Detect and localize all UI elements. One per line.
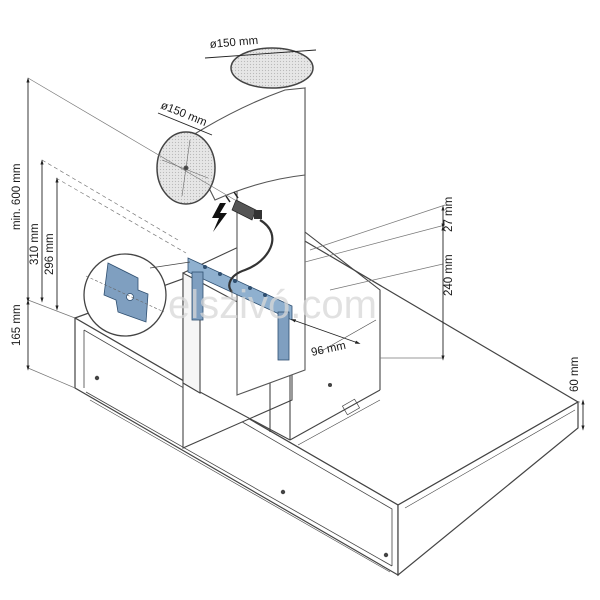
- power-plug-icon: [225, 191, 274, 293]
- duct-top-diameter-label: ø150 mm: [209, 35, 258, 51]
- extension-lines: [27, 77, 580, 403]
- wall-bracket: [187, 257, 293, 361]
- bracket-height-310-label: 310 mm: [29, 223, 41, 265]
- hood-thickness-60-label: 60 mm: [569, 357, 581, 392]
- duct-top-opening-icon: [230, 47, 314, 89]
- chimney-offset-27-label: 27 mm: [443, 197, 455, 232]
- duct-side-diameter-label: ø150 mm: [159, 100, 209, 129]
- bracket-height-296-label: 296 mm: [44, 233, 56, 275]
- watermark-text: elszivó.com: [168, 283, 377, 327]
- dimension-arrows: [26, 49, 585, 431]
- electric-lightning-icon: [212, 203, 227, 232]
- min-height-label: min. 600 mm: [11, 164, 23, 230]
- base-height-165-label: 165 mm: [11, 304, 23, 346]
- chimney-height-240-label: 240 mm: [443, 254, 455, 296]
- wall-bracket-detail-icon: [83, 253, 191, 337]
